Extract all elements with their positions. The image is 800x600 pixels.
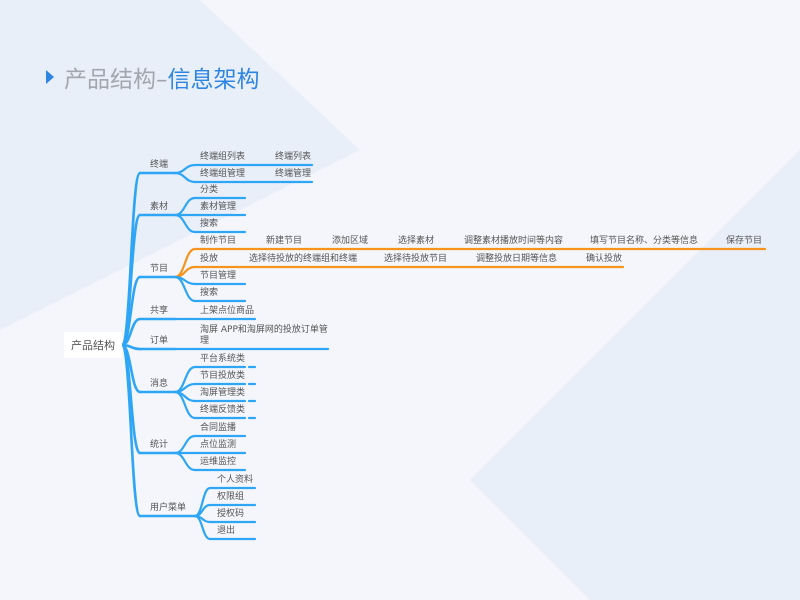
- grandchild-node[interactable]: 终端管理: [275, 169, 312, 179]
- node-terminal[interactable]: 终端: [150, 160, 169, 170]
- child-branch: [173, 275, 197, 303]
- child-node[interactable]: 上架点位商品: [200, 306, 255, 316]
- step-deliver-3[interactable]: 确认投放: [586, 254, 623, 264]
- node-message[interactable]: 消息: [150, 379, 169, 389]
- child-branch: [173, 213, 197, 234]
- child-branch: [173, 196, 197, 217]
- child-node[interactable]: 搜索: [200, 219, 219, 229]
- step-make-2[interactable]: 选择素材: [398, 236, 435, 246]
- child-node[interactable]: 运维监控: [200, 457, 237, 467]
- child-node[interactable]: 授权码: [217, 509, 245, 519]
- child-node[interactable]: 节目管理: [200, 271, 237, 281]
- node-order[interactable]: 订单: [150, 336, 169, 346]
- child-node[interactable]: 节目投放类: [200, 371, 246, 381]
- branch-user_menu: [120, 343, 142, 518]
- child-node[interactable]: 终端反馈类: [200, 405, 246, 415]
- child-branch: [173, 434, 197, 455]
- child-branch: [193, 503, 212, 518]
- title-prefix: 产品结构–: [64, 67, 168, 93]
- page-title: 产品结构– 信息架构: [46, 60, 260, 94]
- child-node[interactable]: 平台系统类: [200, 354, 246, 364]
- node-share[interactable]: 共享: [150, 306, 169, 316]
- child-branch: [173, 451, 197, 472]
- child-node[interactable]: 退出: [217, 526, 236, 536]
- child-node[interactable]: 素材管理: [200, 202, 237, 212]
- child-node[interactable]: 点位监测: [200, 440, 237, 450]
- step-make-1[interactable]: 添加区域: [332, 236, 369, 246]
- step-make-0[interactable]: 新建节目: [266, 236, 303, 246]
- step-make-4[interactable]: 填写节目名称、分类等信息: [590, 236, 699, 246]
- child-node[interactable]: 淘屏管理类: [200, 388, 246, 398]
- child-node[interactable]: 终端组管理: [200, 169, 246, 179]
- node-user_menu[interactable]: 用户菜单: [150, 503, 187, 513]
- child-branch: [173, 382, 197, 394]
- title-highlight: 信息架构: [167, 67, 260, 93]
- step-deliver-2[interactable]: 调整投放日期等信息: [476, 254, 558, 264]
- node-program[interactable]: 节目: [150, 264, 169, 274]
- step-make-3[interactable]: 调整素材播放时间等内容: [464, 236, 564, 246]
- caret-right-icon: [46, 70, 54, 84]
- branch-program-deliver: [173, 265, 197, 279]
- child-branch: [173, 163, 197, 175]
- step-deliver-1[interactable]: 选择待投放节目: [384, 254, 448, 264]
- child-node[interactable]: 搜索: [200, 288, 219, 298]
- node-stats[interactable]: 统计: [150, 440, 169, 450]
- child-branch: [173, 171, 197, 184]
- mindmap-root[interactable]: 产品结构: [64, 332, 122, 358]
- child-branch: [173, 390, 197, 420]
- child-node[interactable]: 分类: [200, 185, 219, 195]
- child-node[interactable]: 权限组: [217, 492, 245, 502]
- grandchild-node[interactable]: 终端列表: [275, 152, 312, 162]
- child-node[interactable]: 终端组列表: [200, 152, 246, 162]
- node-program-make[interactable]: 制作节目: [200, 236, 237, 246]
- child-node[interactable]: 合同监播: [200, 423, 237, 433]
- step-deliver-0[interactable]: 选择待投放的终端组和终端: [249, 254, 358, 264]
- node-program-deliver[interactable]: 投放: [200, 254, 219, 264]
- child-branch: [193, 514, 212, 541]
- child-node[interactable]: 个人资料: [217, 475, 254, 485]
- node-order-item[interactable]: 淘屏 APP和淘屏网的投放订单管: [200, 325, 328, 335]
- node-material[interactable]: 素材: [150, 202, 169, 212]
- step-make-5[interactable]: 保存节目: [726, 236, 763, 246]
- node-order-item-line2[interactable]: 理: [200, 336, 210, 346]
